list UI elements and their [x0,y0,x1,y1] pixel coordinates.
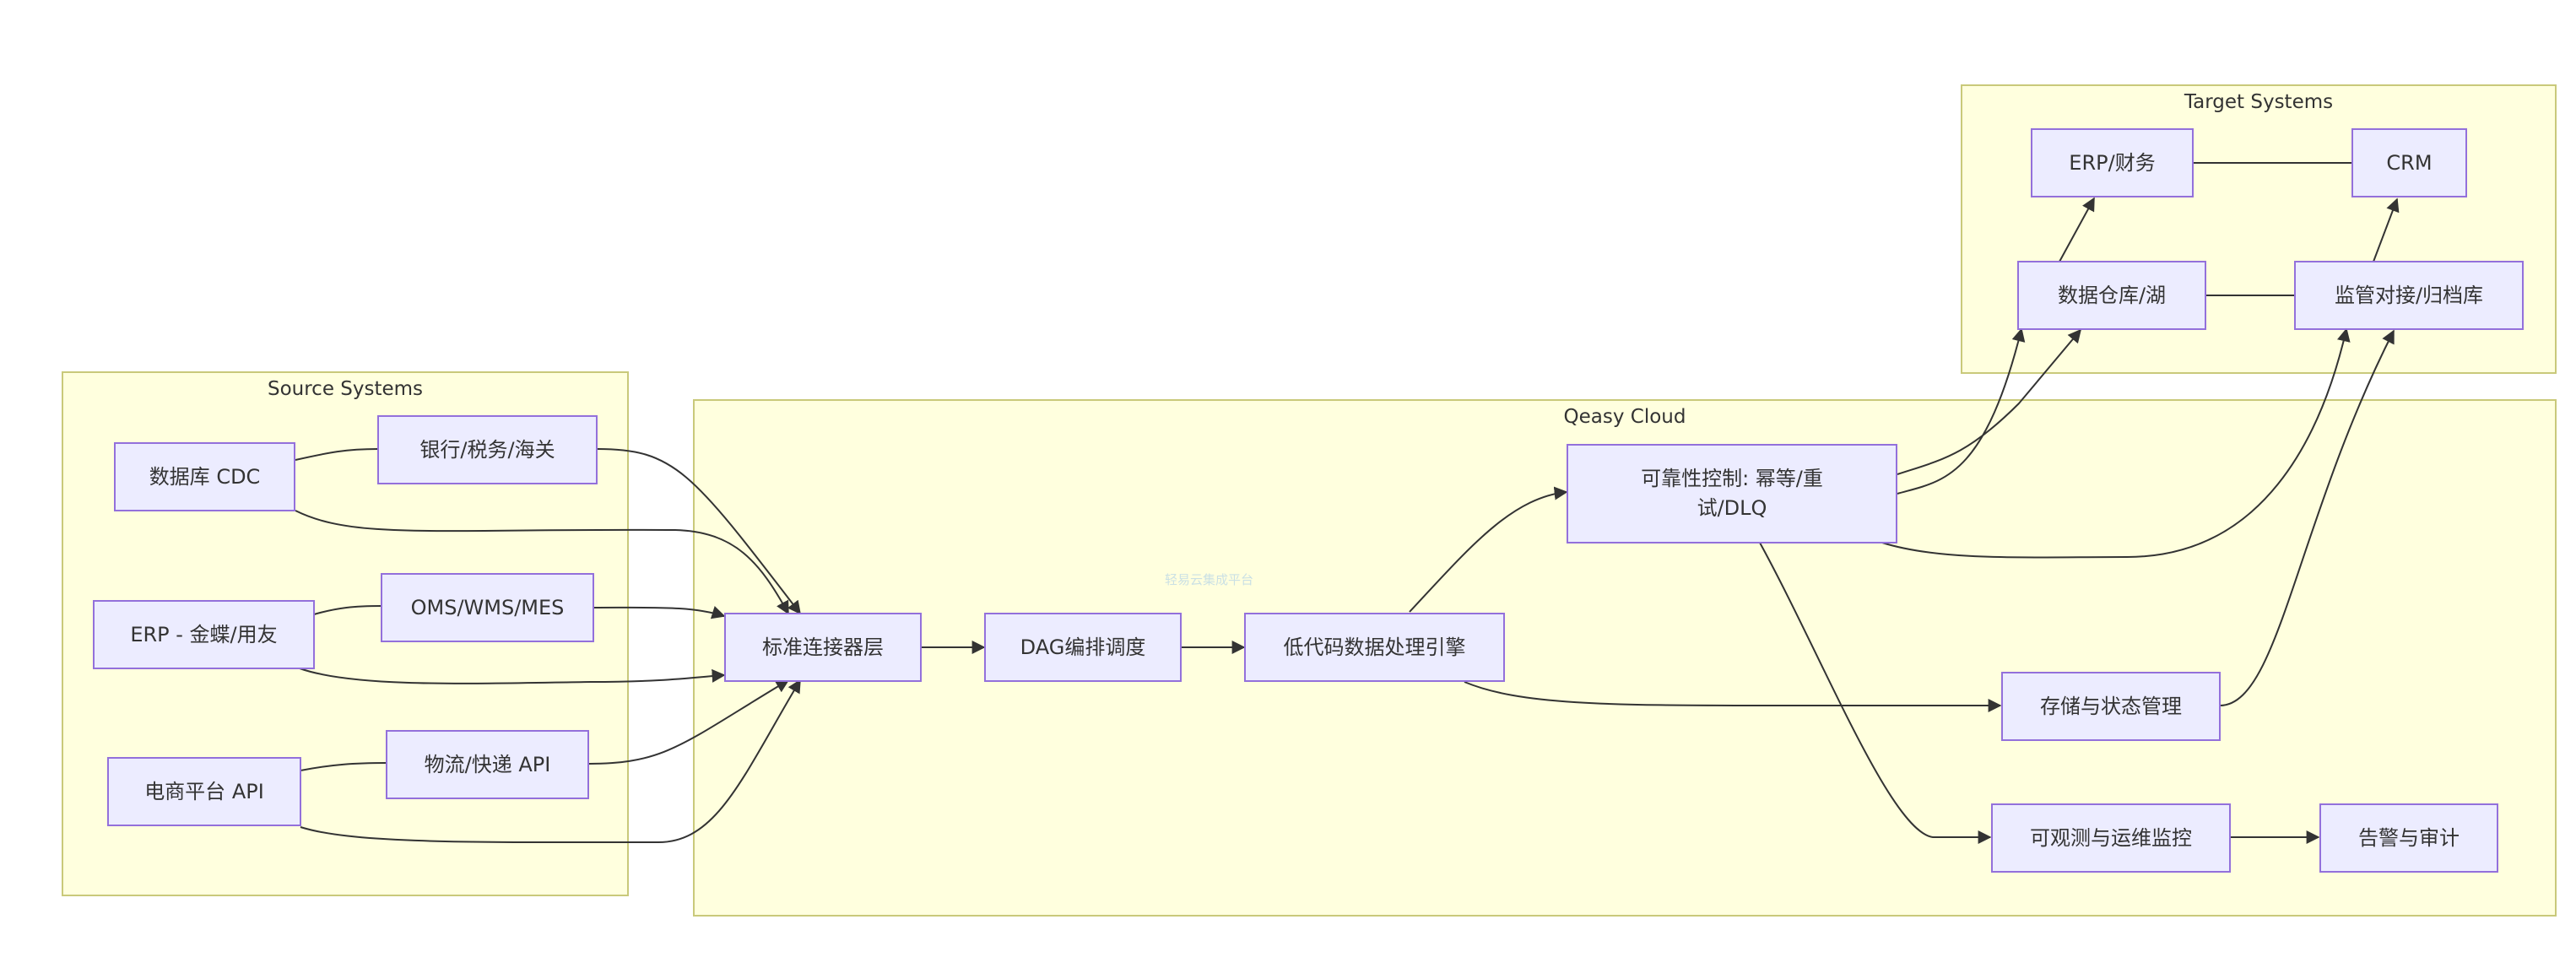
node-ecommerce-api: 电商平台 API [107,757,301,826]
node-reliability-control: 可靠性控制: 幂等/重试/DLQ [1567,444,1897,543]
edge-lowcode-storage [1464,681,2002,712]
node-alert-audit: 告警与审计 [2319,803,2498,873]
node-crm: CRM [2351,128,2467,197]
edge-logistics-connector [588,679,790,765]
cluster-title-qeasy: Qeasy Cloud [1563,406,1686,428]
edge-reliability-dw-a [1897,327,2026,495]
edge-bank-connector [597,448,801,615]
edge-reliability-observe [1759,542,1992,844]
node-storage-state: 存储与状态管理 [2001,672,2221,741]
edge-lowcode-reliability [1409,486,1568,613]
edge-storage-archive [2219,329,2395,706]
edge-erp-oms [313,605,382,615]
edge-ecom-connector [300,679,801,844]
node-erp-source: ERP - 金蝶/用友 [93,600,315,669]
node-data-warehouse: 数据仓库/湖 [2017,261,2206,330]
edge-reliability-dw-b [1897,328,2082,475]
edge-dbcdc-bank [295,448,379,461]
node-erp-finance: ERP/财务 [2031,128,2194,197]
node-logistics-api: 物流/快递 API [386,730,589,799]
edge-reliability-archive [1881,327,2351,559]
node-standard-connector: 标准连接器层 [724,613,922,682]
node-dag-scheduler: DAG编排调度 [984,613,1182,682]
edge-erp-connector [299,668,726,684]
node-db-cdc: 数据库 CDC [114,442,295,511]
edge-archive-crm [2373,197,2400,262]
node-regulatory-archive: 监管对接/归档库 [2294,261,2524,330]
edge-dw-erpfin [2059,197,2095,262]
node-bank-tax-customs: 银行/税务/海关 [377,415,598,484]
node-oms-wms-mes: OMS/WMS/MES [381,573,594,642]
watermark-text: 轻易云集成平台 [1165,572,1254,587]
cluster-title-source: Source Systems [267,378,424,400]
node-lowcode-engine: 低代码数据处理引擎 [1244,613,1505,682]
edge-oms-connector [593,606,726,619]
node-observability: 可观测与运维监控 [1991,803,2231,873]
edge-ecom-logistics [300,762,387,771]
cluster-title-target: Target Systems [2184,91,2334,113]
edge-dbcdc-connector [295,510,789,615]
